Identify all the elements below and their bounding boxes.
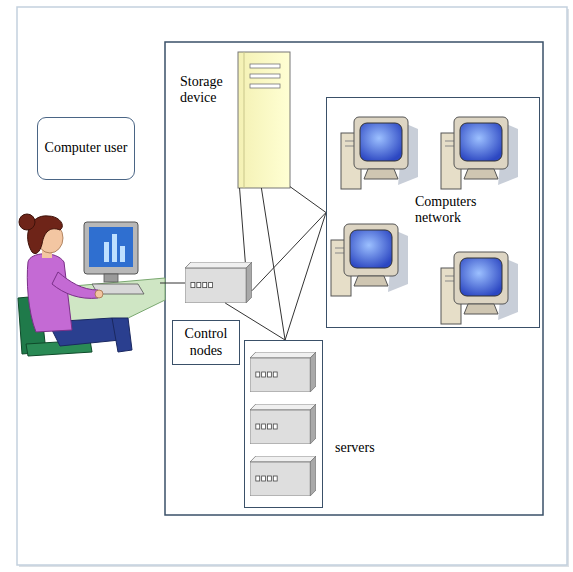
server-icon — [250, 404, 316, 444]
network-group: Computers network — [326, 97, 540, 328]
computer-icon — [341, 117, 418, 189]
connector — [285, 213, 326, 341]
server-icon — [250, 352, 316, 392]
storage-device: Storage device — [238, 52, 290, 188]
control-node: Control nodes — [185, 262, 252, 303]
server-icon — [250, 456, 316, 496]
node-label: Computers network — [415, 194, 491, 226]
connector — [252, 213, 326, 291]
node-text: Computer user — [45, 140, 128, 156]
connector — [261, 188, 285, 340]
label-box: Control nodes — [172, 320, 240, 365]
computer-icon — [441, 117, 518, 189]
connector — [240, 188, 246, 262]
node-text: servers — [335, 440, 395, 456]
node-text: Computers network — [415, 194, 491, 226]
node-text: Control nodes — [177, 326, 235, 358]
title-box: Computer user — [37, 117, 135, 180]
user-figure — [18, 214, 165, 356]
computer-icon — [441, 252, 518, 324]
node-text: Storage device — [180, 74, 236, 106]
node-label: servers — [335, 440, 395, 456]
connector — [290, 187, 326, 213]
server-group: servers — [244, 340, 323, 508]
storage-tower — [238, 52, 290, 188]
node-label: Storage device — [180, 74, 236, 106]
computer-icon — [331, 224, 408, 296]
system-box — [165, 42, 543, 515]
control-device — [185, 262, 252, 303]
user-link — [160, 283, 185, 284]
